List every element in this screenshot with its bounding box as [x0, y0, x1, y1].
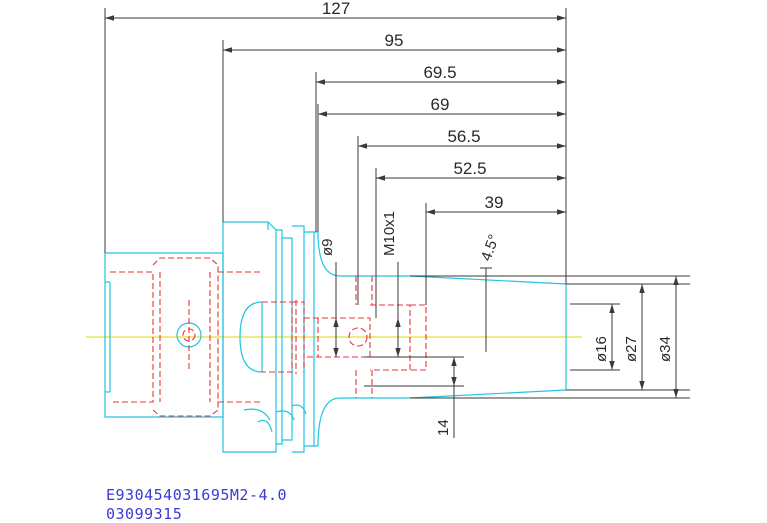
- dim-thread-depth: 56.5: [447, 127, 480, 146]
- dim-nose-dia-mid: ø27: [623, 336, 640, 362]
- dim-hole-offset: 14: [435, 419, 452, 436]
- dimension-lines: [104, 8, 690, 438]
- dim-nose-dia-large: ø34: [657, 336, 674, 362]
- part-serial: 03099315: [106, 505, 182, 523]
- dim-thread-size: M10x1: [381, 211, 398, 256]
- hidden-lines: [110, 257, 427, 417]
- dim-bore-length-2: 69: [431, 95, 450, 114]
- part-code-block: E930454031695M2-4.0 03099315: [106, 486, 287, 523]
- part-code: E930454031695M2-4.0: [106, 486, 287, 504]
- holder-outline: [104, 221, 567, 453]
- dim-nose-dia-small: ø16: [593, 336, 610, 362]
- dim-total-length: 127: [322, 0, 350, 18]
- dim-bore-length-1: 69.5: [423, 63, 456, 82]
- dim-counterbore-depth: 52.5: [453, 159, 486, 178]
- dim-bore-depth: 39: [485, 193, 504, 212]
- dim-taper-angle: 4.5°: [478, 232, 503, 263]
- dim-flange-length: 95: [385, 31, 404, 50]
- dim-side-hole-dia: ø9: [319, 238, 336, 256]
